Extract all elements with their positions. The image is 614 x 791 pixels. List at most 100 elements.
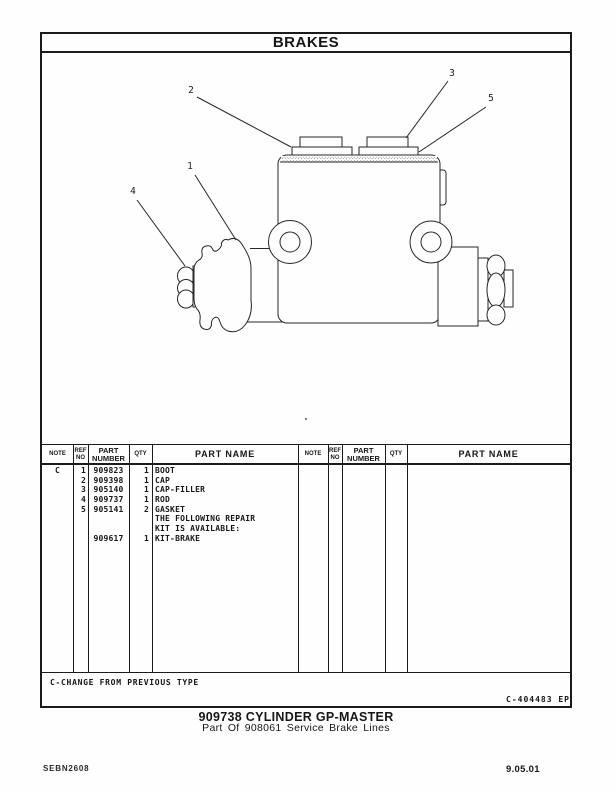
cell-qty: 1 [143,495,149,505]
gasket-right [358,146,419,156]
leader-line-3 [405,80,449,139]
cell-note [42,476,73,486]
cell-part [88,514,129,524]
callout-3: 3 [449,68,455,79]
cell-note [42,524,73,534]
table-row: 4 909737 1 ROD [42,495,570,505]
table-row: 5 905141 2 GASKET [42,505,570,515]
cell-qty: 2 [143,504,149,514]
drawing-reference: C-404483 EP [506,695,570,704]
body-top-gasket-band [281,156,437,162]
scan-speck [305,418,307,420]
outlet-step [477,257,489,322]
header-qty: QTY [134,451,147,457]
header-qty: QTY [389,451,403,457]
gasket-left [291,146,353,156]
cell-ref [73,524,88,534]
leader-line-1 [194,174,237,241]
mounting-hole-left [279,231,301,253]
change-note: C-CHANGE FROM PREVIOUS TYPE [50,678,199,687]
publication-code: SEBN2608 [43,764,90,773]
cell-ref: 5 [80,504,86,514]
cell-note [42,485,73,495]
header-ref-no: NO [76,455,85,461]
page-number: 9.05.01 [506,764,540,775]
cell-part [88,524,129,534]
parts-table: NOTE REF NO PART NUMBER QTY PART NAME NO… [42,444,570,673]
outlet-hex-bottom [486,304,506,326]
cell-part: 905140 [93,485,124,495]
table-column-divider [88,445,89,672]
cell-ref: 3 [80,485,86,495]
cell-name: BOOT [155,466,176,475]
table-row: THE FOLLOWING REPAIR [42,514,570,524]
callout-5: 5 [488,93,494,104]
mounting-hole-right [420,231,442,253]
cell-part: 909617 [93,533,124,543]
cell-ref: 2 [80,475,86,485]
table-row: 909617 1 KIT-BRAKE [42,534,570,544]
table-column-divider [298,445,299,672]
caption-title: 909738 CYLINDER GP-MASTER [198,710,394,724]
cell-name: GASKET [155,504,186,514]
cell-ref [73,534,88,544]
cell-part: 905141 [93,504,124,514]
boot [193,238,252,333]
cell-note: C [54,466,61,475]
cell-part: 909398 [93,475,124,485]
table-column-divider [328,445,329,672]
header-ref: REF [74,448,87,454]
cell-ref [73,514,88,524]
cell-name: KIT-BRAKE [155,533,201,543]
callout-1: 1 [187,161,193,172]
cell-qty [129,514,152,524]
cell-qty: 1 [143,466,149,475]
leader-line-2 [196,96,292,148]
header-part-number: NUMBER [347,454,380,463]
callout-2: 2 [188,85,194,96]
cell-name: ROD [155,495,171,505]
table-column-divider [385,445,386,672]
cell-ref: 1 [80,466,86,475]
table-row: KIT IS AVAILABLE: [42,524,570,534]
table-column-divider [73,445,74,672]
cell-note [42,495,73,505]
table-column-divider [129,445,130,672]
header-part-name: PART NAME [194,449,256,459]
callout-4: 4 [130,186,136,197]
filler-cap-right [366,136,409,148]
cell-name: CAP [155,475,171,485]
table-header-divider [42,463,570,465]
header-note: NOTE [304,451,322,457]
cell-qty: 1 [143,475,149,485]
cell-note [42,534,73,544]
header-note: NOTE [49,451,66,457]
table-column-divider [152,445,153,672]
page-title: BRAKES [42,34,570,53]
cell-name: THE FOLLOWING REPAIR [155,514,256,524]
table-body: C 1 909823 1 BOOT 2 909398 1 CAP 3 90514… [42,466,570,544]
cell-qty [129,524,152,534]
page-border [40,32,572,708]
cell-ref: 4 [80,495,86,505]
table-row: 2 909398 1 CAP [42,476,570,486]
header-part-name: PART NAME [458,449,519,459]
leader-line-5 [418,106,487,153]
header-part-number: NUMBER [92,454,125,463]
rod-nut-hex-bottom [177,289,195,309]
cell-qty: 1 [143,533,149,543]
table-column-divider [342,445,343,672]
filler-cap-left [299,136,343,148]
table-column-divider [407,445,408,672]
header-part: PART [353,446,374,455]
cell-note [42,505,73,515]
outlet-cylinder [437,246,479,327]
leader-line-4 [136,199,186,267]
outlet-hex-mid [486,272,506,308]
header-ref-no: NO [330,455,340,461]
header-part: PART [98,446,119,455]
cell-name: CAP-FILLER [155,485,206,495]
cell-part: 909823 [93,466,124,475]
cell-part: 909737 [93,495,124,505]
